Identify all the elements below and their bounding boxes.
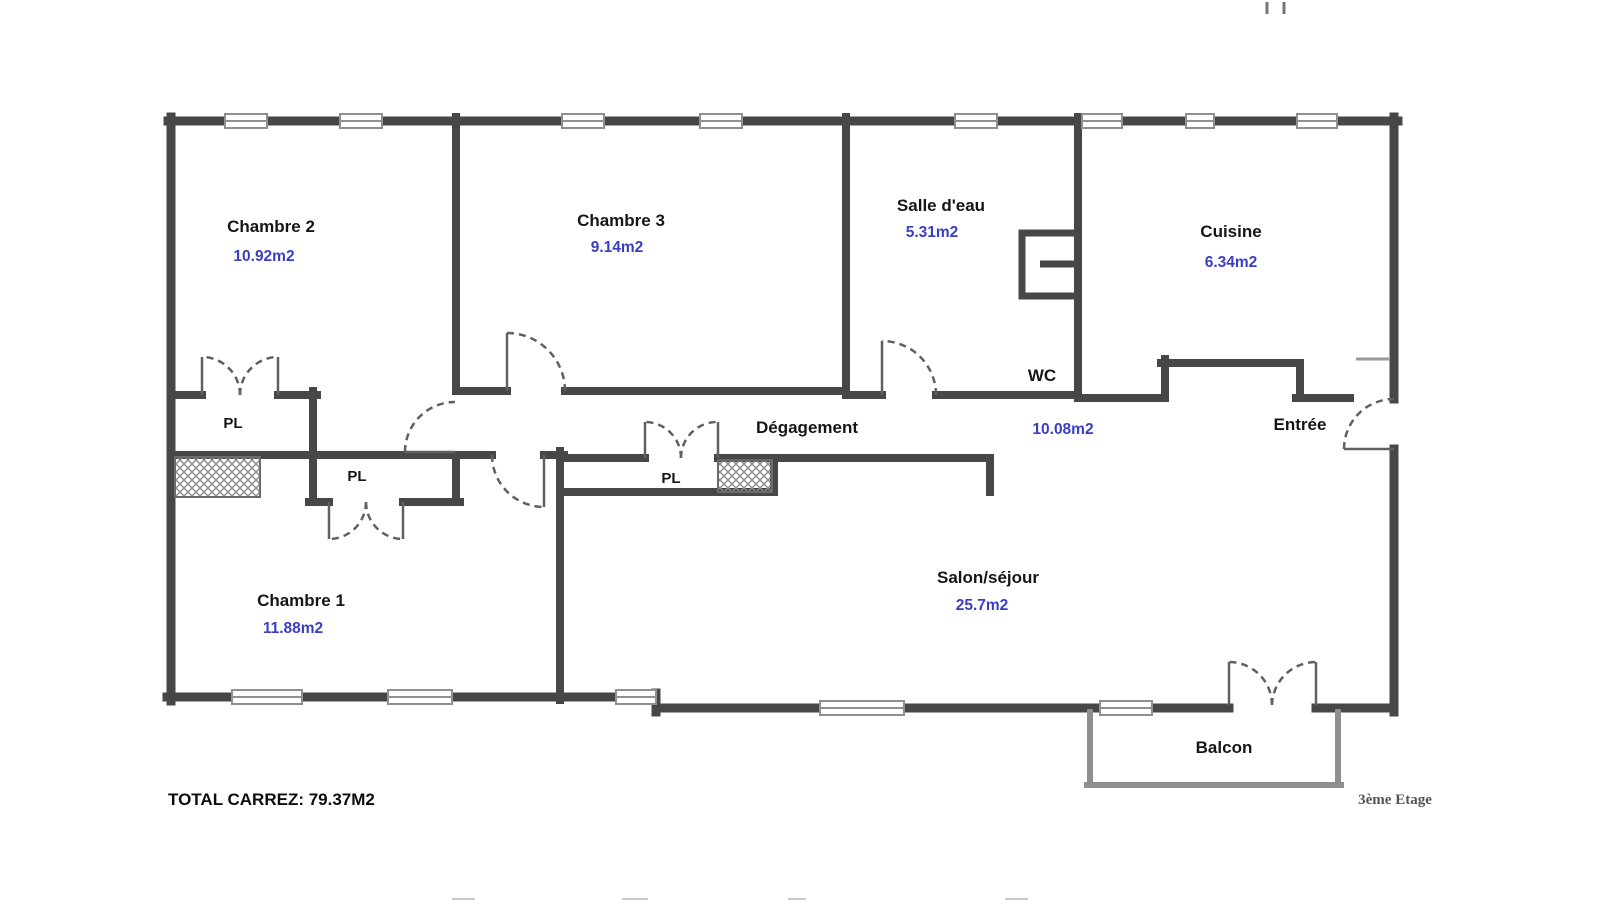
room-label-chambre1: Chambre 1 [257, 591, 345, 610]
duct-shaft [1018, 229, 1078, 300]
room-label-degagement: Dégagement [755, 418, 859, 437]
room-area-chambre1: 11.88m2 [262, 620, 324, 637]
room-label-entree: Entrée [1273, 415, 1327, 434]
balcony-outline [1084, 709, 1344, 788]
room-area-chambre2: 10.92m2 [233, 248, 295, 265]
room-area-degagement: 10.08m2 [1032, 421, 1094, 438]
closet-label-pl-3: PL [661, 470, 681, 487]
room-label-chambre2: Chambre 2 [227, 217, 315, 236]
room-label-salon: Salon/séjour [936, 568, 1040, 587]
room-label-salle-deau: Salle d'eau [896, 196, 986, 215]
door-swings [200, 331, 1395, 706]
room-area-salle-deau: 5.31m2 [905, 224, 959, 241]
total-carrez-label: TOTAL CARREZ: 79.37M2 [168, 790, 375, 809]
room-area-chambre3: 9.14m2 [590, 239, 644, 256]
interior-walls [167, 113, 1354, 704]
hatched-closet [174, 456, 261, 498]
room-area-salon: 25.7m2 [955, 597, 1009, 614]
room-label-cuisine: Cuisine [1200, 222, 1262, 241]
room-area-cuisine: 6.34m2 [1204, 254, 1258, 271]
closet-label-pl-2: PL [347, 468, 367, 485]
closet-label-pl-1: PL [223, 415, 243, 432]
hatched-closets [174, 456, 773, 498]
room-label-chambre3: Chambre 3 [577, 211, 665, 230]
floor-number-label: 3ème Etage [1358, 792, 1432, 808]
room-label-wc: WC [1027, 366, 1057, 385]
window-openings [224, 113, 1338, 716]
scan-artifacts [452, 2, 1390, 900]
hatched-closet [717, 459, 773, 493]
room-label-balcon: Balcon [1195, 738, 1253, 757]
